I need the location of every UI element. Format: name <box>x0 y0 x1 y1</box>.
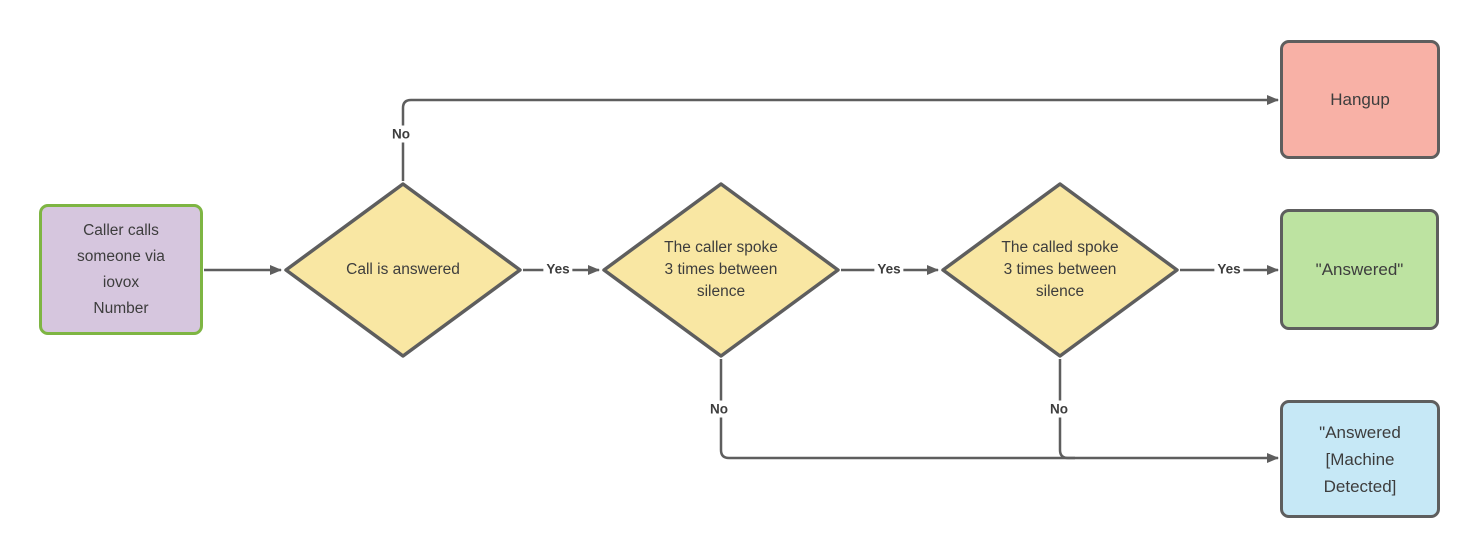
node-decision-caller-spoke-label: The caller spoke 3 times between silence <box>664 239 778 300</box>
node-start[interactable]: Caller calls someone via iovox Number <box>39 204 203 335</box>
edge-label-yes-called-spoke: Yes <box>874 260 904 278</box>
node-decision-called-spoke-label: The called spoke 3 times between silence <box>1001 239 1119 300</box>
edge-label-yes-answered: Yes <box>1214 260 1244 278</box>
edge-no-caller-to-machine <box>719 359 1279 463</box>
edge-label-no-caller-machine: No <box>707 400 731 418</box>
edge-no-called-to-machine <box>1058 359 1075 460</box>
diamond-shape <box>284 182 522 358</box>
diamond-shape <box>941 182 1179 358</box>
node-decision-call-answered-label: Call is answered <box>346 261 460 278</box>
node-hangup[interactable]: Hangup <box>1280 40 1440 159</box>
node-answered-machine-detected[interactable]: "Answered [Machine Detected] <box>1280 400 1440 518</box>
node-answered-label: "Answered" <box>1315 260 1404 279</box>
edge-label-no-called-machine: No <box>1047 400 1071 418</box>
node-start-label: Caller calls someone via iovox Number <box>77 221 165 317</box>
node-hangup-label: Hangup <box>1330 90 1390 109</box>
node-answered[interactable]: "Answered" <box>1280 209 1439 330</box>
edge-no-to-hangup <box>401 95 1279 181</box>
node-answered-machine-detected-label: "Answered [Machine Detected] <box>1319 422 1401 496</box>
node-decision-called-spoke[interactable]: The called spoke 3 times between silence <box>940 181 1180 359</box>
diamond-shape <box>602 182 840 358</box>
edge-label-yes-caller-spoke: Yes <box>543 260 573 278</box>
node-decision-call-answered[interactable]: Call is answered <box>283 181 523 359</box>
edge-label-no-hangup: No <box>389 125 413 143</box>
node-decision-caller-spoke[interactable]: The caller spoke 3 times between silence <box>601 181 841 359</box>
